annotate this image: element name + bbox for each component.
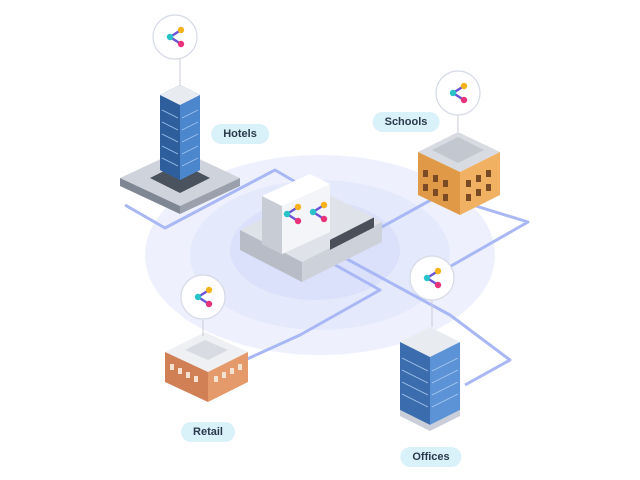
school-building-icon	[418, 132, 500, 215]
link-offices	[344, 256, 512, 387]
tower-building-icon	[120, 18, 240, 214]
office-tower-icon	[400, 327, 460, 431]
link-schools	[339, 193, 530, 280]
retail-logo-badge	[180, 274, 226, 320]
retail-building-icon	[165, 332, 248, 402]
link-retail	[244, 260, 382, 362]
label-offices: Offices	[400, 447, 462, 467]
offices-logo-badge	[409, 255, 455, 301]
schools-logo-badge	[435, 70, 481, 116]
hotels-logo-badge	[152, 14, 198, 60]
network-switch-icon	[240, 174, 382, 282]
label-schools: Schools	[372, 112, 440, 132]
label-hotels: Hotels	[211, 124, 269, 144]
label-retail: Retail	[181, 422, 235, 442]
